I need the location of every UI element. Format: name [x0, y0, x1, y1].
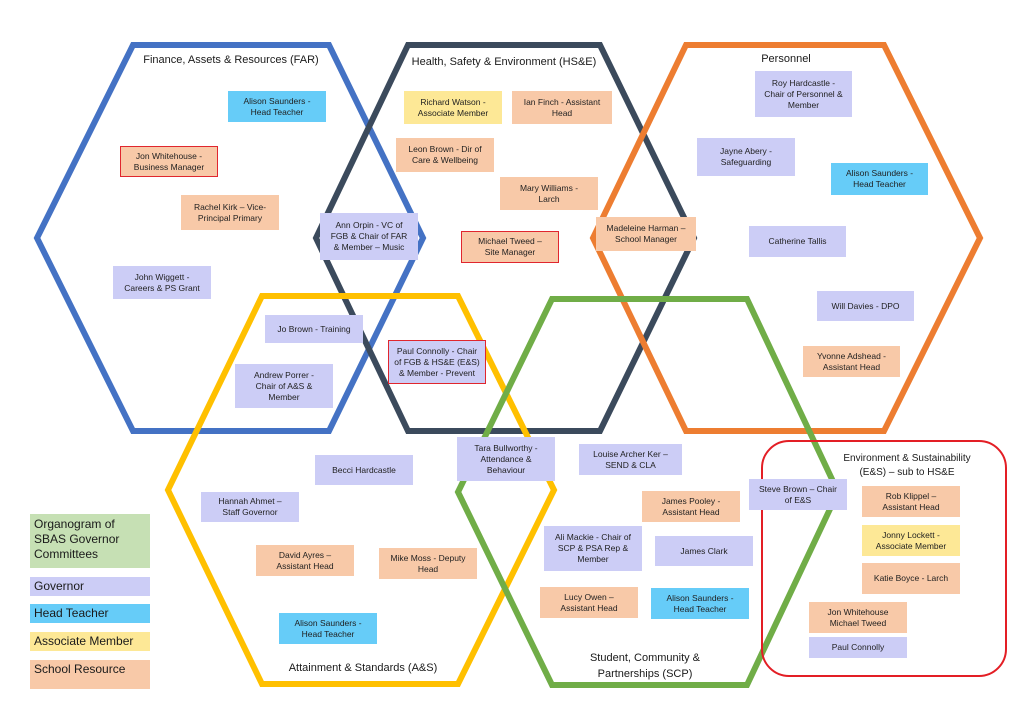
- member-alison-saunders-scp: Alison Saunders - Head Teacher: [651, 588, 749, 619]
- member-yvonne-adshead: Yvonne Adshead - Assistant Head: [803, 346, 900, 377]
- member-madeleine-harman: Madeleine Harman – School Manager: [596, 217, 696, 251]
- member-katie-boyce: Katie Boyce - Larch: [862, 563, 960, 594]
- member-leon-brown: Leon Brown - Dir of Care & Wellbeing: [396, 138, 494, 172]
- member-becci-hardcastle: Becci Hardcastle: [315, 455, 413, 485]
- legend-title: Organogram of SBAS Governor Committees: [30, 514, 150, 568]
- member-mike-moss: Mike Moss - Deputy Head: [379, 548, 477, 579]
- personnel-title: Personnel: [761, 53, 811, 65]
- member-james-clark: James Clark: [655, 536, 753, 566]
- member-ian-finch: Ian Finch - Assistant Head: [512, 91, 612, 124]
- legend-associate-member: Associate Member: [30, 632, 150, 651]
- member-steve-brown: Steve Brown – Chair of E&S: [749, 479, 847, 510]
- as-title: Attainment & Standards (A&S): [288, 662, 438, 674]
- far-title: Finance, Assets & Resources (FAR): [143, 54, 319, 66]
- member-ali-mackie: Ali Mackie - Chair of SCP & PSA Rep & Me…: [544, 526, 642, 571]
- es-committee-frame: [761, 440, 1007, 677]
- legend-school-resource: School Resource: [30, 660, 150, 689]
- es-title-line2: (E&S) – sub to HS&E: [859, 467, 955, 478]
- far-hexagon: [33, 42, 427, 434]
- member-richard-watson: Richard Watson - Associate Member: [404, 91, 502, 124]
- member-will-davies: Will Davies - DPO: [817, 291, 914, 321]
- personnel-hexagon: [589, 42, 984, 434]
- legend-head-teacher: Head Teacher: [30, 604, 150, 623]
- member-paul-connolly: Paul Connolly: [809, 637, 907, 658]
- member-paul-connolly-chair: Paul Connolly - Chair of FGB & HS&E (E&S…: [388, 340, 486, 384]
- member-alison-saunders-personnel: Alison Saunders - Head Teacher: [831, 163, 928, 195]
- scp-title-line1: Student, Community &: [589, 652, 701, 664]
- legend-governor: Governor: [30, 577, 150, 596]
- member-jon-whitehouse-michael-tweed: Jon Whitehouse Michael Tweed: [809, 602, 907, 633]
- member-hannah-ahmet: Hannah Ahmet – Staff Governor: [201, 492, 299, 522]
- as-hexagon: [164, 293, 558, 687]
- member-jon-whitehouse: Jon Whitehouse - Business Manager: [120, 146, 218, 177]
- member-rachel-kirk: Rachel Kirk – Vice- Principal Primary: [181, 195, 279, 230]
- member-louise-archer-ker: Louise Archer Ker – SEND & CLA: [579, 444, 682, 475]
- member-john-wiggett: John Wiggett - Careers & PS Grant: [113, 266, 211, 299]
- member-andrew-porrer: Andrew Porrer - Chair of A&S & Member: [235, 364, 333, 408]
- member-michael-tweed: Michael Tweed – Site Manager: [461, 231, 559, 263]
- member-jonny-lockett: Jonny Lockett - Associate Member: [862, 525, 960, 556]
- es-title-line1: Environment & Sustainability: [843, 453, 971, 464]
- member-mary-williams: Mary Williams - Larch: [500, 177, 598, 210]
- member-ann-orpin: Ann Orpin - VC of FGB & Chair of FAR & M…: [320, 213, 418, 260]
- member-david-ayres: David Ayres – Assistant Head: [256, 545, 354, 576]
- member-jayne-abery: Jayne Abery - Safeguarding: [697, 138, 795, 176]
- scp-title-line2: Partnerships (SCP): [597, 668, 693, 680]
- member-roy-hardcastle: Roy Hardcastle - Chair of Personnel & Me…: [755, 71, 852, 117]
- member-alison-saunders-as: Alison Saunders - Head Teacher: [279, 613, 377, 644]
- member-james-pooley: James Pooley - Assistant Head: [642, 491, 740, 522]
- member-catherine-tallis: Catherine Tallis: [749, 226, 846, 257]
- member-jo-brown: Jo Brown - Training: [265, 315, 363, 343]
- member-alison-saunders-far: Alison Saunders - Head Teacher: [228, 91, 326, 122]
- hse-hexagon: [312, 42, 698, 434]
- member-lucy-owen: Lucy Owen – Assistant Head: [540, 587, 638, 618]
- member-tara-bullworthy: Tara Bullworthy - Attendance & Behaviour: [457, 437, 555, 481]
- member-rob-klippel: Rob Klippel – Assistant Head: [862, 486, 960, 517]
- hse-title: Health, Safety & Environment (HS&E): [411, 56, 597, 68]
- scp-hexagon: [454, 296, 842, 688]
